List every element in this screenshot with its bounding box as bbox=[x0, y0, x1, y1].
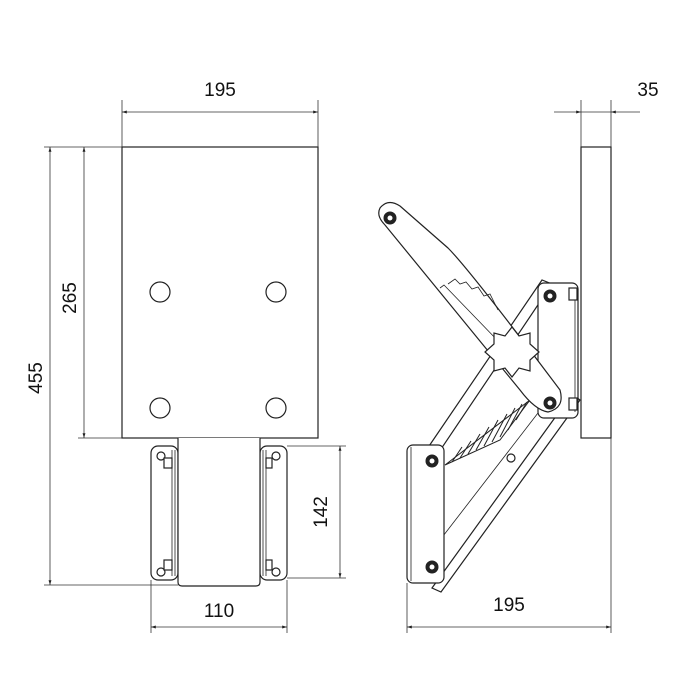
dimension-projection: 195 bbox=[406, 438, 612, 633]
lower-bracket-plate bbox=[406, 444, 445, 584]
clamp-body bbox=[177, 438, 261, 587]
bolt bbox=[156, 451, 166, 461]
pivot-hole bbox=[506, 453, 516, 463]
front-view: 195 455 265 142 110 bbox=[26, 80, 346, 633]
dimension-label: 110 bbox=[204, 601, 234, 622]
dimension-label: 265 bbox=[60, 282, 81, 314]
star-knob bbox=[484, 326, 540, 378]
dimension-label: 195 bbox=[204, 80, 236, 101]
hole bbox=[149, 397, 171, 419]
lever-slot bbox=[439, 278, 501, 344]
lower-arm bbox=[431, 393, 581, 593]
bolt bbox=[271, 567, 281, 577]
dimension-bracket-height: 142 bbox=[287, 445, 346, 579]
dimension-label: 195 bbox=[493, 595, 525, 616]
side-view: 35 195 bbox=[378, 80, 659, 633]
nut bbox=[163, 559, 173, 571]
dimension-width-top: 195 bbox=[121, 80, 319, 147]
nut bbox=[163, 457, 173, 469]
transom-plate bbox=[580, 146, 612, 439]
dimension-bracket-width: 110 bbox=[150, 580, 288, 633]
dimension-plate-height: 265 bbox=[60, 147, 122, 439]
dimension-total-height: 455 bbox=[26, 146, 178, 586]
dimension-label: 455 bbox=[26, 362, 47, 394]
dimension-label: 35 bbox=[637, 80, 658, 101]
dimension-plate-thickness: 35 bbox=[554, 80, 659, 147]
lower-bracket bbox=[150, 438, 288, 587]
mounting-holes bbox=[149, 281, 287, 419]
hole bbox=[265, 397, 287, 419]
nut bbox=[265, 457, 273, 469]
nuts bbox=[383, 211, 578, 574]
right-side-plate bbox=[259, 445, 288, 581]
nut bbox=[265, 559, 273, 571]
hole bbox=[149, 281, 171, 303]
bolt bbox=[271, 451, 281, 461]
hole bbox=[265, 281, 287, 303]
bolt bbox=[156, 567, 166, 577]
dimension-label: 142 bbox=[311, 496, 332, 528]
